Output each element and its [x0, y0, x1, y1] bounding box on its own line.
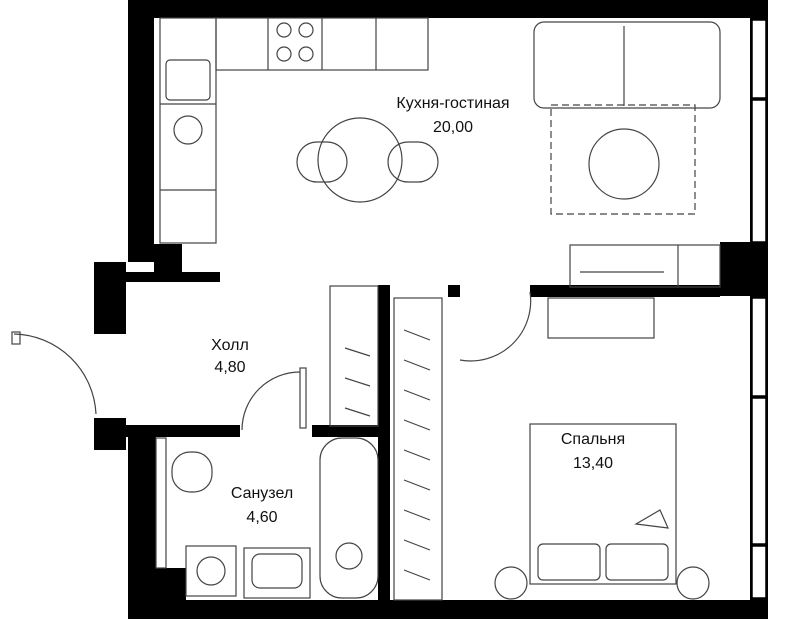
bathroom-name: Санузел: [230, 485, 294, 502]
door-icon: [11, 291, 532, 431]
bathroom-fixtures: [155, 437, 379, 599]
sofa-icon: [533, 21, 721, 215]
interior-walls: [118, 244, 720, 618]
kitchen-living-area: 20,00: [432, 119, 474, 136]
tv-stand-icon: [547, 244, 721, 339]
kitchen-counter: [159, 17, 429, 244]
bedroom-name: Спальня: [560, 431, 626, 448]
kitchen-living-name: Кухня-гостиная: [396, 95, 510, 112]
hall-area: 4,80: [214, 359, 246, 376]
hall-name: Холл: [211, 337, 249, 354]
wardrobe-icon: [329, 285, 443, 601]
bedroom-area: 13,40: [572, 455, 614, 472]
windows: [751, 19, 767, 599]
bathroom-area: 4,60: [246, 509, 278, 526]
bed-icon: [494, 423, 710, 600]
stove-icon: [276, 22, 314, 62]
dining-table-icon: [296, 117, 439, 203]
